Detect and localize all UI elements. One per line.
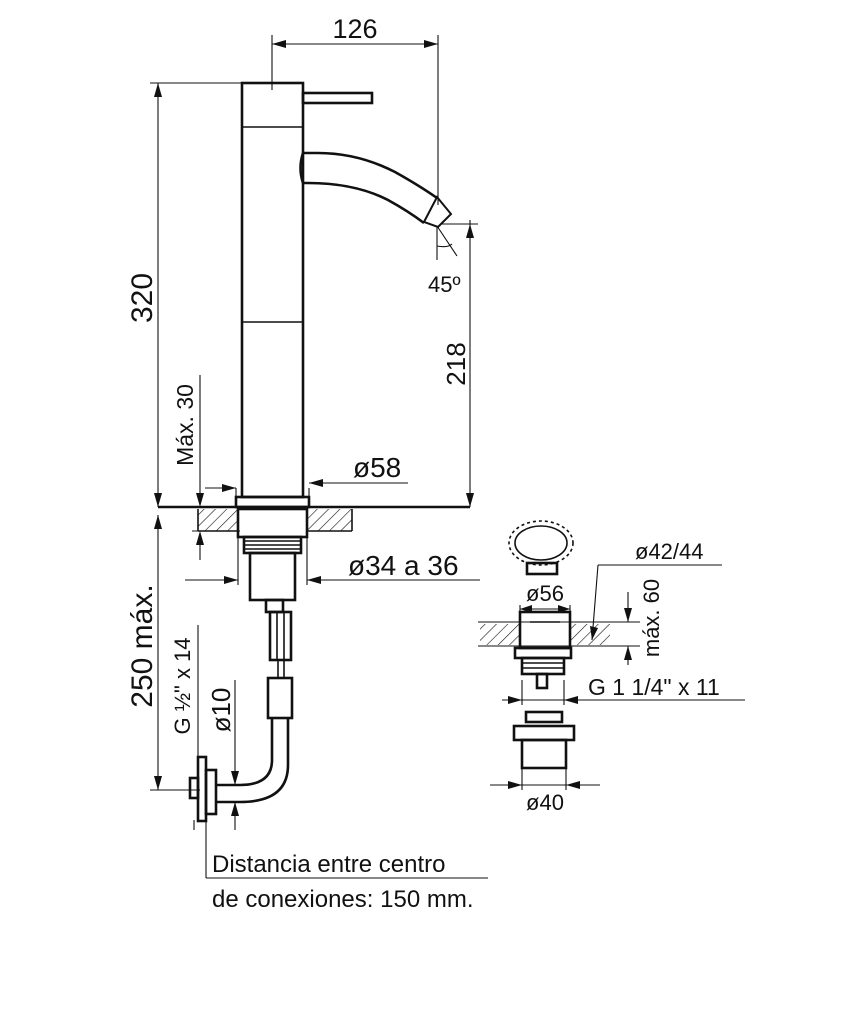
note-line-2: de conexiones: 150 mm. <box>212 886 473 913</box>
dim-diameter-56: ø56 <box>526 581 564 606</box>
dim-max-30: Máx. 30 <box>172 384 198 466</box>
dim-diameter-10: ø10 <box>206 688 236 733</box>
dim-thread-g-114: G 1 1/4" x 11 <box>588 674 720 700</box>
drain-assembly <box>478 520 610 770</box>
counter-top <box>158 505 470 532</box>
dim-45-degrees: 45º <box>428 272 461 297</box>
dim-thread-g-half: G ½" x 14 <box>170 637 195 734</box>
dim-250-max: 250 máx. <box>126 584 159 707</box>
dim-diameter-40: ø40 <box>526 790 564 815</box>
dim-max-60: máx. 60 <box>639 579 664 657</box>
dimension-lines <box>150 35 488 879</box>
dim-320: 320 <box>126 273 159 323</box>
note-line-1: Distancia entre centro <box>212 851 445 878</box>
flexible-hose <box>188 610 294 830</box>
faucet-shank <box>236 507 309 614</box>
dim-diameter-42-44: ø42/44 <box>635 539 704 564</box>
dim-126: 126 <box>332 14 377 44</box>
dim-218: 218 <box>441 342 471 385</box>
dim-diameter-34-36: ø34 a 36 <box>348 550 459 581</box>
dim-diameter-58: ø58 <box>353 452 401 483</box>
drain-dimension-lines <box>490 564 745 790</box>
faucet-body <box>234 81 458 509</box>
